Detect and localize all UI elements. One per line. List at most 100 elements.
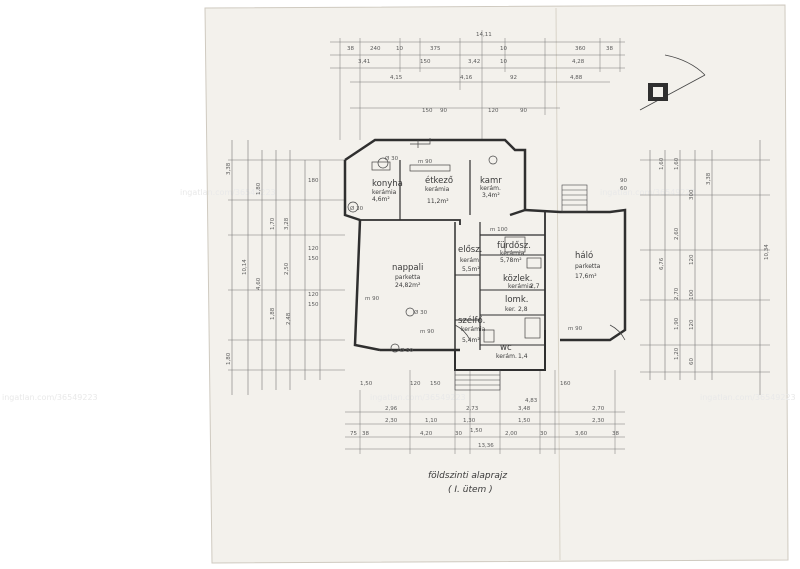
right-dimension-text: 3,38 6,76 10,34 1,60 90 60 300 120 100 1… [620,157,770,365]
left-dimension-lines [228,140,345,395]
room-name: lomk. [505,295,528,305]
dimension-value: 1,30 [463,418,476,424]
opening-labels: m 90 m 90 m 90 m 90 m 100 Ø 30 Ø 30 Ø 30… [350,155,583,434]
room-name: nappali [392,263,423,273]
dimension-value: 10,34 [764,244,770,260]
room-floor: ker. [505,306,516,313]
north-arrow-icon [639,54,706,111]
dimension-value: 10 [396,46,403,52]
dimension-value: 90 [440,108,447,114]
bottom-dimension-text: 2,96 2,73 3,48 2,70 2,30 1,10 1,30 1,50 … [350,381,619,449]
walls [343,138,627,371]
dimension-value: 160 [560,381,571,387]
watermark: ingatlan.com/36549223 [700,393,796,402]
dimension-value: 2,73 [466,406,479,412]
fixtures [347,138,626,353]
room-name: wc [500,343,512,353]
column-label: Ø 30 [350,205,364,212]
dimension-value: 4,28 [572,59,585,65]
dimension-value: 150 [430,381,441,387]
room-floor: kerám. [496,353,517,360]
dimension-value: 38 [362,431,369,437]
room-floor: kerám. [480,185,501,192]
top-dimension-text: 14,11 38 240 10 375 10 360 38 3,41 150 3… [347,32,613,114]
watermark: ingatlan.com/36549223 [180,188,276,197]
room-floor: kerámia [461,326,486,333]
dimension-value: 2,60 [674,227,680,240]
dimension-value: 240 [370,46,381,52]
dimension-value: 3,38 [706,172,712,185]
dimension-value: 4,60 [256,277,262,290]
room-area: 4,6m² [372,196,390,203]
dimension-value: 90 [620,178,627,184]
opening-label: m 90 [568,326,583,332]
dimension-value: 120 [410,381,421,387]
room-area: 11,2m² [427,198,449,205]
room-name: háló [575,250,593,261]
paper-sheet [204,4,789,564]
room-name: konyha [372,179,403,189]
dimension-value: 3,60 [575,431,588,437]
opening-label: m 100 [490,227,508,233]
dimension-value: 1,20 [674,347,680,360]
dimension-value: 38 [347,46,354,52]
dimension-value: 30 [540,431,547,437]
dimension-value: 300 [689,189,695,200]
dimension-value: 150 [308,256,319,262]
dimension-value: 10 [500,59,507,65]
room-name: elősz. [458,245,482,255]
room-szelfogo: szélfő. kerámia 5,4m² [458,315,486,344]
dimension-value: 75 [350,431,357,437]
drawing-subtitle: ( I. ütem ) [448,485,493,495]
top-dimension-lines [330,30,625,140]
room-area: 24,82m² [395,282,421,289]
dimension-value: 1,10 [425,418,438,424]
room-area: 17,6m² [575,273,597,280]
dimension-value: 1,60 [674,157,680,170]
dimension-value: 100 [689,289,695,300]
right-dimension-lines [640,140,770,395]
room-name: kamr [480,176,502,186]
room-floor: kerámia [500,250,525,257]
dimension-value: 3,41 [358,59,370,65]
dimension-value: 38 [606,46,613,52]
dimension-value: 14,11 [476,32,492,38]
column-label: Ø 50 [400,347,414,354]
dimension-value: 2,30 [385,418,398,424]
room-area: 2,7 [530,283,540,290]
room-area: 3,4m² [482,192,500,199]
dimension-value: 90 [520,108,527,114]
room-kamra: kamr kerám. 3,4m² [480,176,502,199]
dimension-value: 3,28 [284,217,290,230]
watermark: ingatlan.com/36549223 [2,393,98,402]
room-eloszoba: elősz. kerám. 5,5m² [458,245,482,273]
room-lomkamra: lomk. ker. 2,8 [505,295,528,313]
dimension-value: 1,70 [270,217,276,230]
room-konyha: konyha kerámia 4,6m² [372,179,403,203]
room-area: 5,4m² [462,337,480,344]
column-label: Ø 30 [414,309,428,316]
room-furdo: fürdősz. kerámia 5,78m² [497,241,531,264]
dimension-value: 2,96 [385,406,398,412]
dimension-value: 180 [308,178,319,184]
room-etkezo: étkező kerámia 11,2m² [425,175,453,205]
dimension-value: 4,88 [570,75,583,81]
dimension-value: 2,30 [592,418,605,424]
dimension-value: 120 [689,254,695,265]
dimension-value: 3,38 [226,162,232,175]
dimension-value: 2,70 [674,287,680,300]
dimension-value: 120 [689,319,695,330]
dimension-value: 120 [308,292,319,298]
dimension-value: 3,42 [468,59,480,65]
room-area: 2,8 [518,306,528,313]
room-kozlek: közlek. kerámia 2,7 [503,274,540,290]
dimension-value: 1,60 [659,157,665,170]
dimension-value: 150 [420,59,431,65]
room-name: szélfő. [458,315,485,326]
dimension-value: 120 [488,108,499,114]
room-area: 5,78m² [500,257,522,264]
dimension-value: 2,50 [284,262,290,275]
dimension-value: 2,00 [505,431,518,437]
paper-fold-line [555,7,561,561]
dimension-value: 92 [510,75,517,81]
